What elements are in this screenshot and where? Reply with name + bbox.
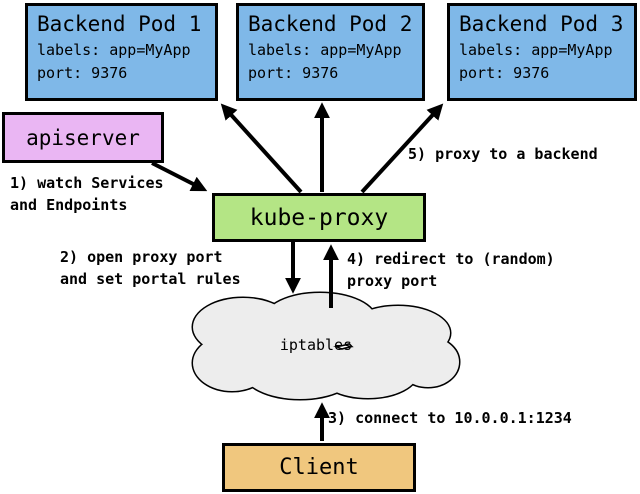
step5-line1: 5) proxy to a backend <box>408 145 598 163</box>
step2-line1: 2) open proxy port <box>60 248 223 266</box>
apiserver-box: apiserver <box>2 112 164 163</box>
step5-annotation: 5) proxy to a backend <box>408 143 598 165</box>
step4-line2: proxy port <box>347 272 438 290</box>
arrow-kube-proxy-to-pod3 <box>360 103 444 194</box>
kube-proxy-box: kube-proxy <box>212 193 426 242</box>
backend-pod-2-box: Backend Pod 2 labels: app=MyApp port: 93… <box>236 3 425 101</box>
backend-pod-2-labels: labels: app=MyApp <box>248 41 402 59</box>
step1-line2: and Endpoints <box>10 196 128 214</box>
step2-line2: and set portal rules <box>60 270 241 288</box>
client-box: Client <box>222 443 416 492</box>
backend-pod-3-port: port: 9376 <box>459 64 550 82</box>
backend-pod-1-box: Backend Pod 1 labels: app=MyApp port: 93… <box>25 3 218 101</box>
step1-line1: 1) watch Services <box>10 174 164 192</box>
step4-line1: 4) redirect to (random) <box>347 250 555 268</box>
step3-annotation: 3) connect to 10.0.0.1:1234 <box>328 407 572 429</box>
backend-pod-3-labels: labels: app=MyApp <box>459 41 613 59</box>
backend-pod-2-title: Backend Pod 2 <box>248 12 413 36</box>
iptables-label: iptables <box>279 336 353 354</box>
step2-annotation: 2) open proxy port and set portal rules <box>60 246 241 290</box>
backend-pod-3-title: Backend Pod 3 <box>459 12 624 36</box>
apiserver-label: apiserver <box>26 125 140 150</box>
client-label: Client <box>279 455 359 480</box>
backend-pod-1-port: port: 9376 <box>37 64 128 82</box>
step3-line1: 3) connect to 10.0.0.1:1234 <box>328 409 572 427</box>
backend-pod-2-port: port: 9376 <box>248 64 339 82</box>
iptables-cloud <box>191 291 461 401</box>
step1-annotation: 1) watch Services and Endpoints <box>10 172 164 216</box>
arrow-apiserver-to-kube-proxy <box>151 161 208 192</box>
kube-proxy-label: kube-proxy <box>249 204 389 231</box>
arrow-kube-proxy-to-pod1 <box>220 103 303 194</box>
backend-pod-1-title: Backend Pod 1 <box>37 12 202 36</box>
backend-pod-1-labels: labels: app=MyApp <box>37 41 191 59</box>
backend-pod-3-box: Backend Pod 3 labels: app=MyApp port: 93… <box>447 3 637 101</box>
step4-annotation: 4) redirect to (random) proxy port <box>347 248 555 292</box>
